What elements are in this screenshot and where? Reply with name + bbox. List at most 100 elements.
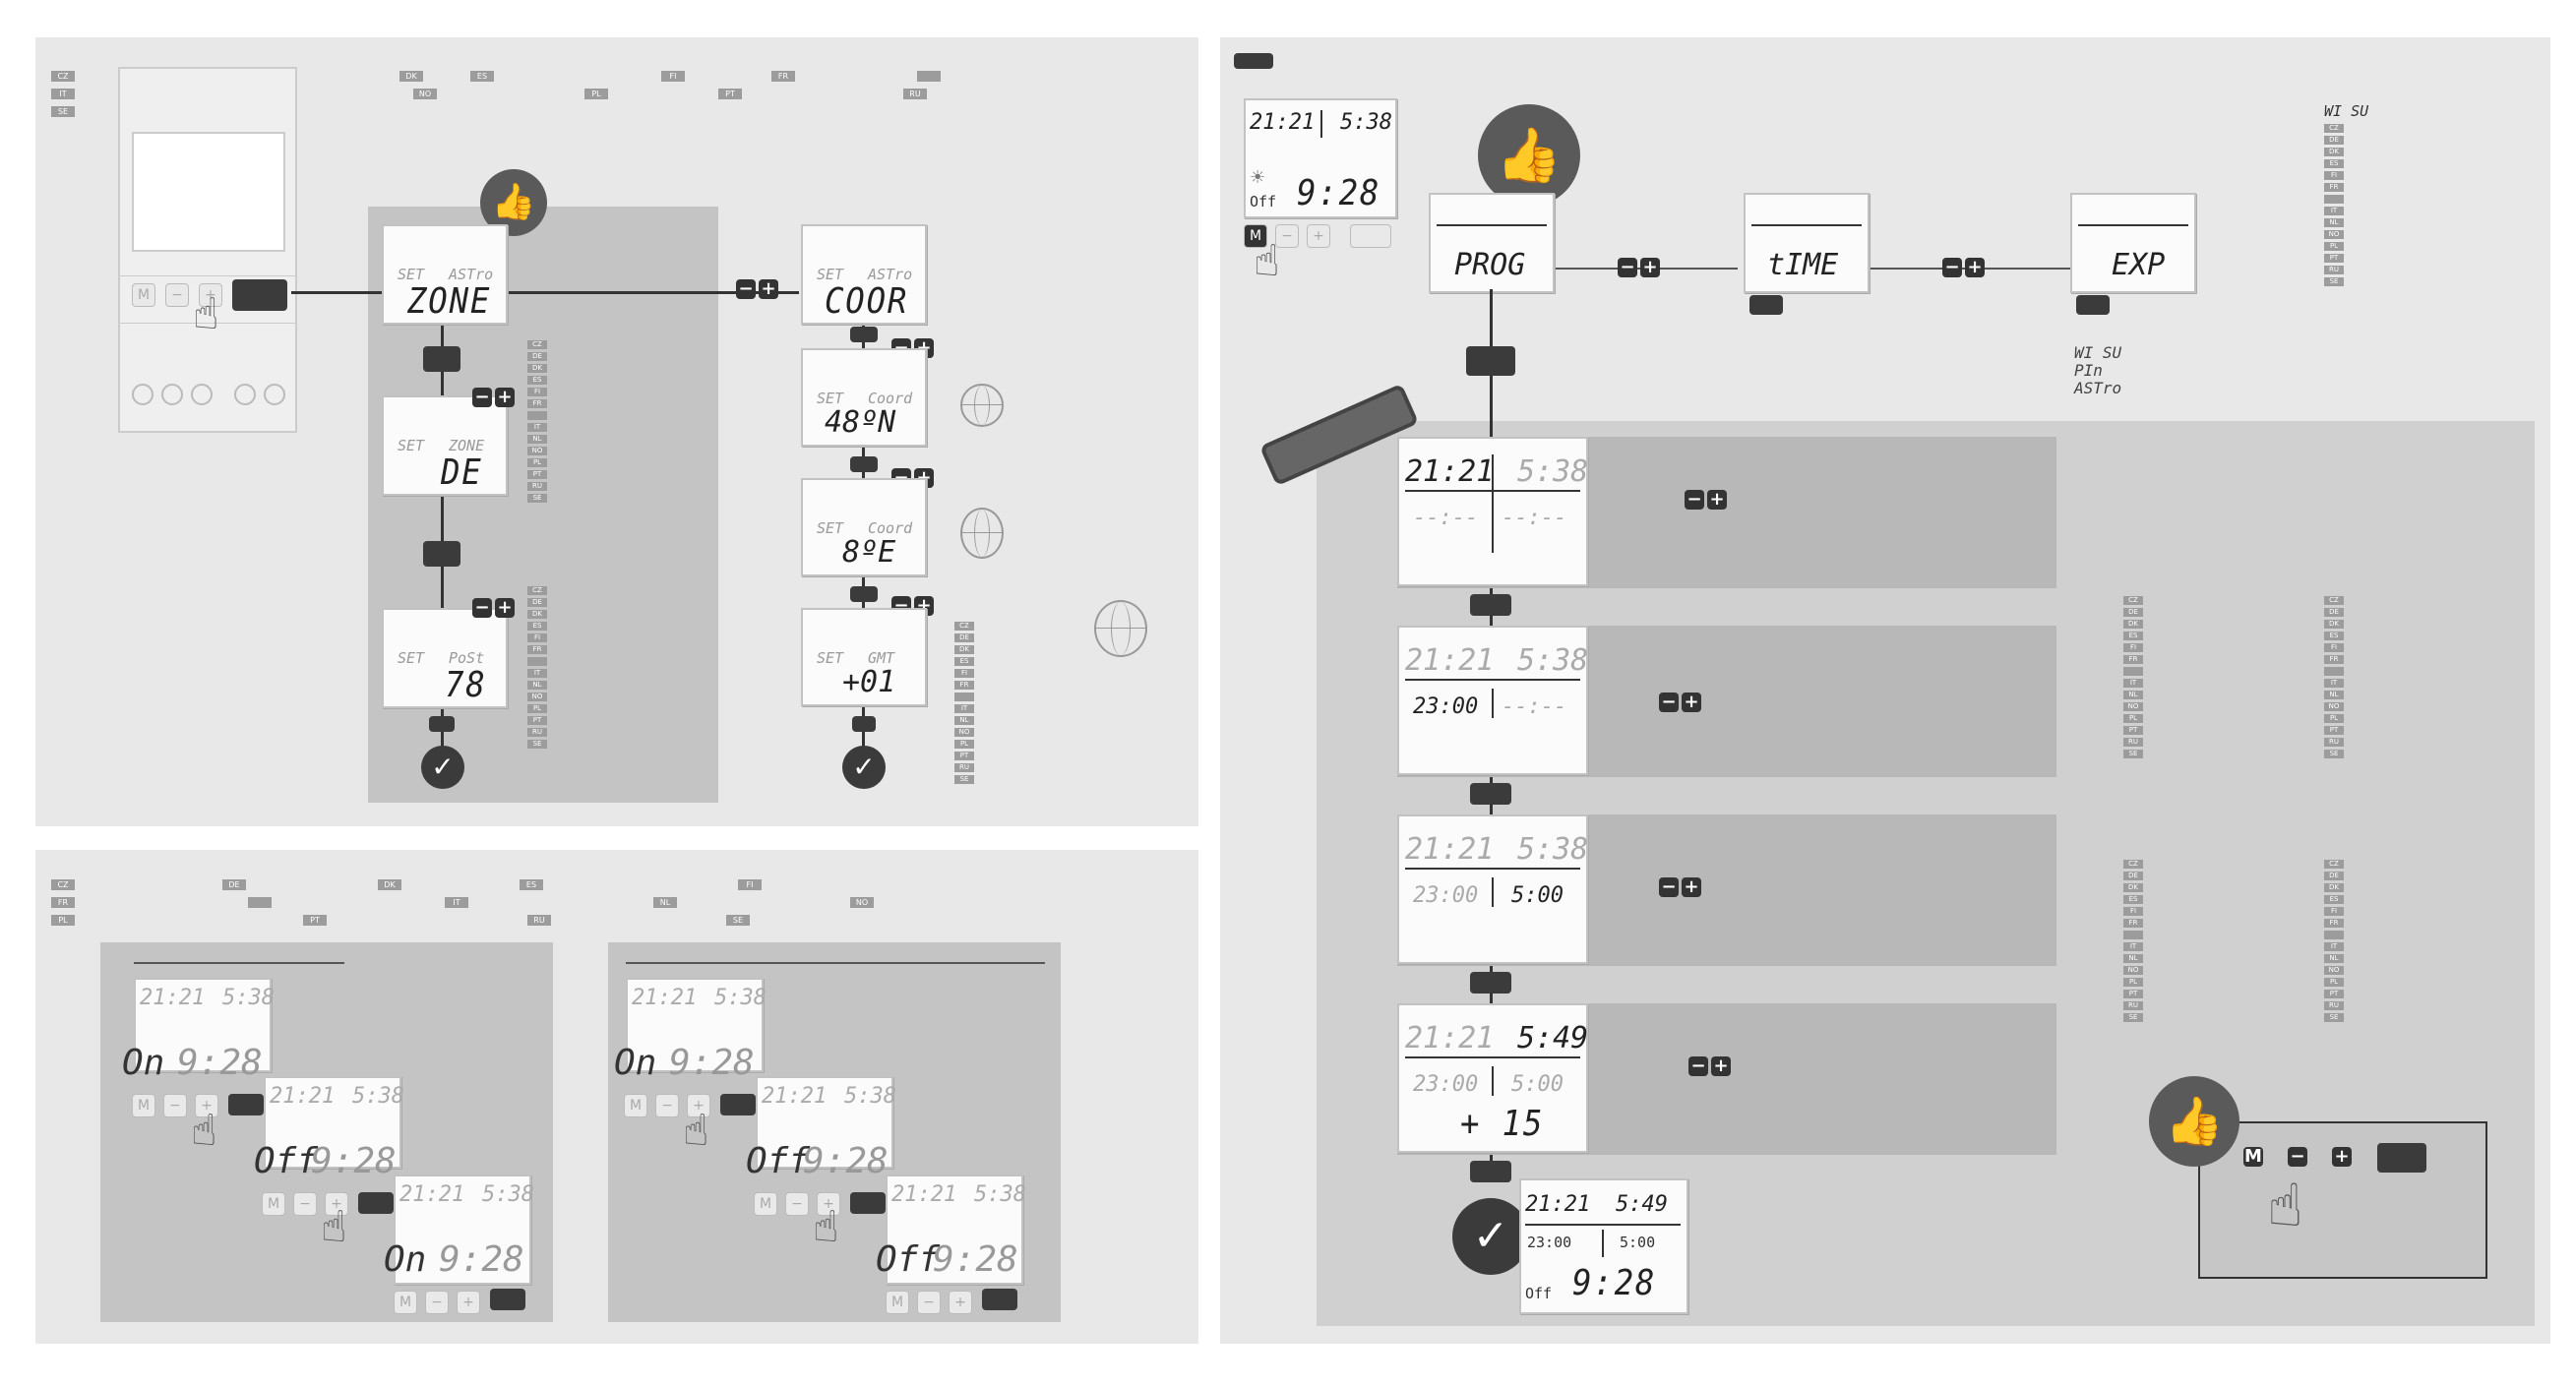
m-button[interactable]: M [132, 1094, 155, 1117]
m-button[interactable]: M [624, 1094, 647, 1117]
m-button[interactable]: M [394, 1291, 417, 1314]
lang-tag: PT [527, 470, 547, 479]
lang-tag: RU [954, 763, 974, 772]
ok-button[interactable] [2377, 1143, 2426, 1173]
state-time: 9:28 [311, 1141, 397, 1181]
ok-button[interactable] [1470, 594, 1511, 616]
lang-tag: PT [718, 89, 742, 99]
minus-plus-buttons[interactable]: −+ [1618, 258, 1660, 277]
minus-plus-buttons[interactable]: −+ [472, 598, 515, 618]
m-minus-plus-buttons[interactable]: M−+ [2243, 1147, 2352, 1167]
minus-button[interactable]: − [655, 1094, 679, 1117]
ok-button[interactable] [1466, 346, 1515, 376]
ok-button[interactable] [1470, 783, 1511, 805]
ok-button[interactable] [720, 1094, 756, 1115]
connector [291, 291, 382, 294]
ok-button[interactable] [358, 1192, 394, 1214]
minus-button[interactable]: − [293, 1192, 317, 1216]
plus-button[interactable]: + [1307, 224, 1330, 248]
minus-plus-buttons[interactable]: −+ [1685, 490, 1727, 510]
ok-button[interactable] [423, 346, 460, 372]
lang-tag: PL [2324, 714, 2344, 723]
device-minus-button[interactable]: − [165, 283, 189, 307]
ok-button[interactable] [490, 1289, 525, 1310]
lang-tag [2123, 931, 2143, 939]
lang-tag: CZ [2123, 860, 2143, 869]
lang-tag [248, 897, 272, 908]
m-button[interactable]: M [1244, 224, 1267, 248]
minus-plus-buttons[interactable]: −+ [1659, 693, 1701, 712]
check-icon: ✓ [421, 746, 464, 789]
lang-tag: ES [527, 376, 547, 385]
minus-plus-buttons[interactable]: −+ [1659, 877, 1701, 897]
lcd-coor: SET ASTro COOR [801, 224, 927, 325]
menu-exp[interactable]: EXP [2070, 193, 2196, 293]
ok-button[interactable] [1350, 224, 1391, 248]
lang-tag: DE [222, 879, 246, 890]
lang-tag: FI [2324, 907, 2344, 916]
ok-button[interactable] [982, 1289, 1017, 1310]
minus-plus-buttons[interactable]: −+ [1942, 258, 1985, 277]
menu-prog[interactable]: PROG [1429, 193, 1555, 293]
lcd-manual-a2: 21:21 5:38 [264, 1076, 404, 1169]
lcd-manual-b3: 21:21 5:38 [886, 1175, 1026, 1285]
ok-button[interactable] [1470, 1161, 1511, 1182]
m-button[interactable]: M [754, 1192, 777, 1216]
plus-button[interactable]: + [949, 1291, 972, 1314]
state-off: Off [254, 1141, 319, 1181]
plus-button[interactable]: + [457, 1291, 480, 1314]
minus-plus-buttons[interactable]: −+ [472, 388, 515, 407]
lang-tag: DK [954, 645, 974, 654]
menu-time[interactable]: tIME [1744, 193, 1870, 293]
ok-button[interactable] [423, 541, 460, 567]
ok-button[interactable] [852, 716, 876, 732]
ok-button[interactable] [1470, 972, 1511, 994]
lang-tag: SE [2123, 1013, 2143, 1022]
m-button[interactable]: M [886, 1291, 909, 1314]
lang-tag: ES [2324, 632, 2344, 640]
lang-tag: SE [2324, 1013, 2344, 1022]
lang-tag: NL [653, 897, 677, 908]
lang-tag: FI [2123, 907, 2143, 916]
m-button[interactable]: M [262, 1192, 285, 1216]
ok-button[interactable] [850, 456, 878, 472]
ok-button[interactable] [850, 1192, 886, 1214]
minus-button[interactable]: − [425, 1291, 449, 1314]
ok-button[interactable] [429, 716, 455, 732]
plus-button[interactable]: + [817, 1192, 840, 1216]
minus-button[interactable]: − [1275, 224, 1299, 248]
lang-tag: FI [2324, 171, 2344, 180]
ok-button[interactable] [228, 1094, 264, 1115]
minus-button[interactable]: − [917, 1291, 941, 1314]
device-screen [132, 132, 285, 252]
lang-tag: FR [2324, 655, 2344, 664]
lang-tag: RU [527, 915, 551, 926]
plus-button[interactable]: + [687, 1094, 710, 1117]
exp-option-astro: ASTro [2074, 379, 2122, 397]
lcd-zone: SET ASTro ZONE [382, 224, 508, 325]
ok-button[interactable] [2076, 295, 2110, 315]
globe-icon [960, 508, 1004, 559]
minus-plus-buttons[interactable]: −+ [736, 279, 778, 299]
device-m-button[interactable]: M [132, 283, 155, 307]
ok-button[interactable] [850, 327, 878, 342]
state-off: Off [876, 1239, 941, 1280]
minus-button[interactable]: − [785, 1192, 809, 1216]
lang-tag: IT [51, 89, 75, 99]
lang-tag: DK [378, 879, 401, 890]
pointing-hand-icon: ☝ [193, 289, 219, 339]
ok-button[interactable] [1749, 295, 1783, 315]
ok-button[interactable] [850, 586, 878, 602]
device-plus-button[interactable]: + [199, 283, 222, 307]
minus-plus-buttons[interactable]: −+ [1688, 1056, 1731, 1076]
lang-tag: FI [527, 388, 547, 396]
lang-tag: FR [2324, 183, 2344, 192]
plus-button[interactable]: + [325, 1192, 348, 1216]
device-ok-button[interactable] [232, 279, 287, 311]
lang-tag: DE [2123, 872, 2143, 880]
plus-button[interactable]: + [195, 1094, 218, 1117]
minus-button[interactable]: − [163, 1094, 187, 1117]
pointing-hand-icon: ☝ [1254, 236, 1280, 286]
lang-tag: NO [413, 89, 437, 99]
